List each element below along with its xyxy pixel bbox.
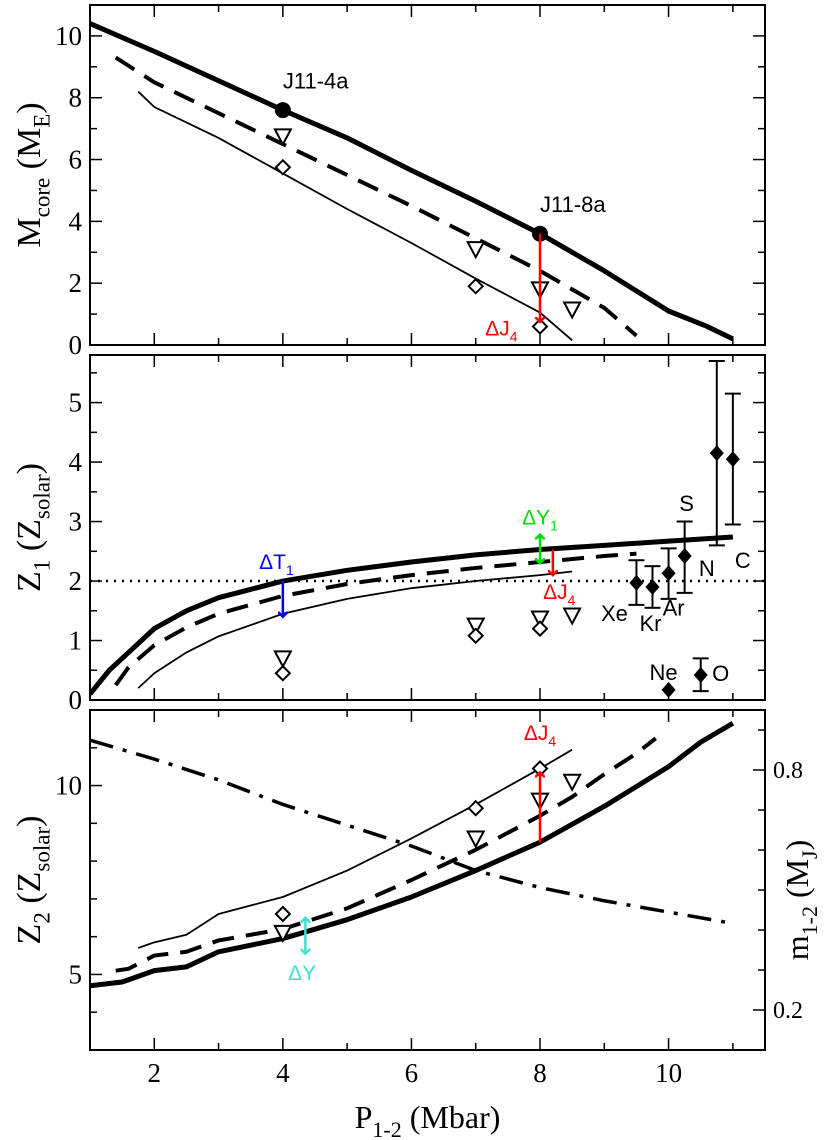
y-tick-label: 10 — [55, 21, 82, 51]
annotation-label: J11-4a — [283, 68, 349, 93]
element-point — [661, 565, 676, 582]
model-point-diamond — [274, 905, 292, 923]
y-tick-label: 4 — [69, 206, 83, 236]
y-axis-label: Z2 (Zsolar) — [11, 816, 55, 945]
model-point-diamond — [274, 664, 292, 682]
element-point — [645, 578, 660, 595]
model-point-triangle — [273, 924, 293, 944]
y-tick-label: 4 — [69, 447, 83, 477]
plot-frame — [89, 4, 766, 346]
y-tick-label: 2 — [69, 268, 83, 298]
y-tick-label: 0 — [69, 685, 83, 715]
element-point — [629, 574, 644, 591]
x-tick-label: 10 — [655, 1058, 682, 1088]
element-label: S — [679, 491, 694, 516]
x-tick-label: 2 — [148, 1058, 162, 1088]
series-group — [90, 534, 765, 696]
element-label: C — [735, 548, 751, 573]
series-line-dashed — [114, 55, 638, 338]
y-tick-label: 1 — [69, 626, 83, 656]
element-point — [709, 445, 724, 462]
model-point-diamond — [531, 620, 549, 638]
annotation-label: ΔJ4 — [524, 722, 557, 749]
annotation-label: ΔT1 — [259, 551, 294, 578]
y2-axis-label: m1-2 (MJ) — [779, 840, 822, 961]
series-line-dashdot — [90, 738, 734, 926]
model-point-circle — [274, 102, 291, 119]
y-tick-label: 3 — [69, 507, 83, 537]
x-tick-label: 6 — [405, 1058, 419, 1088]
plot-frame — [89, 709, 766, 1051]
element-point — [677, 548, 692, 565]
y-tick-label: 5 — [69, 388, 83, 418]
element-label: N — [699, 556, 715, 581]
y2-tick-label: 0.8 — [773, 758, 803, 784]
y-tick-label: 8 — [69, 83, 83, 113]
model-point-triangle — [562, 301, 582, 320]
series-line-dashed — [115, 736, 657, 973]
y-tick-label: 2 — [69, 566, 83, 596]
model-point-diamond — [467, 799, 485, 817]
y-tick-label: 5 — [69, 959, 83, 989]
model-point-diamond — [467, 627, 485, 645]
element-point — [661, 681, 676, 698]
series-line-thin — [137, 748, 573, 949]
series-group — [90, 21, 734, 342]
plot-frame — [89, 354, 766, 701]
model-point-triangle — [530, 610, 550, 629]
annotation-label: ΔJ4 — [485, 318, 518, 345]
model-point-triangle — [273, 650, 293, 669]
model-point-diamond — [467, 277, 485, 295]
model-point-triangle — [466, 241, 486, 260]
series-line-dashed — [114, 551, 637, 687]
element-label: Ar — [663, 595, 685, 620]
element-label: Ne — [650, 660, 678, 685]
series-line-thick — [90, 21, 734, 342]
series-group — [90, 721, 735, 989]
series-line-thin — [137, 570, 573, 689]
x-axis-label: P1-2 (Mbar) — [355, 1099, 501, 1140]
x-tick-label: 4 — [276, 1058, 290, 1088]
annotation-label: J11-8a — [540, 192, 606, 217]
model-point-triangle — [466, 830, 486, 849]
series-line-thick — [90, 721, 735, 989]
element-point — [693, 667, 708, 684]
y-tick-label: 6 — [69, 145, 83, 175]
annotation-label: ΔJ4 — [543, 581, 576, 608]
element-point — [725, 451, 740, 468]
series-line-thick — [90, 534, 734, 696]
model-point-triangle — [562, 607, 582, 626]
y-axis-label: Z1 (Zsolar) — [11, 463, 55, 592]
y-tick-label: 0 — [69, 330, 83, 360]
element-label: Xe — [601, 601, 628, 626]
model-point-triangle — [562, 773, 582, 792]
model-point-triangle — [273, 128, 293, 147]
annotation-label: ΔY — [288, 962, 316, 985]
y-axis-label: Mcore (ME) — [11, 102, 55, 247]
element-label: O — [712, 661, 729, 686]
x-tick-label: 8 — [533, 1058, 547, 1088]
annotation-label: ΔY1 — [522, 507, 558, 534]
y-tick-label: 10 — [55, 771, 82, 801]
series-line-thin — [137, 90, 573, 342]
model-point-triangle — [466, 617, 486, 636]
y2-tick-label: 0.2 — [773, 998, 803, 1024]
element-label: Kr — [640, 611, 662, 636]
model-point-diamond — [274, 158, 292, 176]
